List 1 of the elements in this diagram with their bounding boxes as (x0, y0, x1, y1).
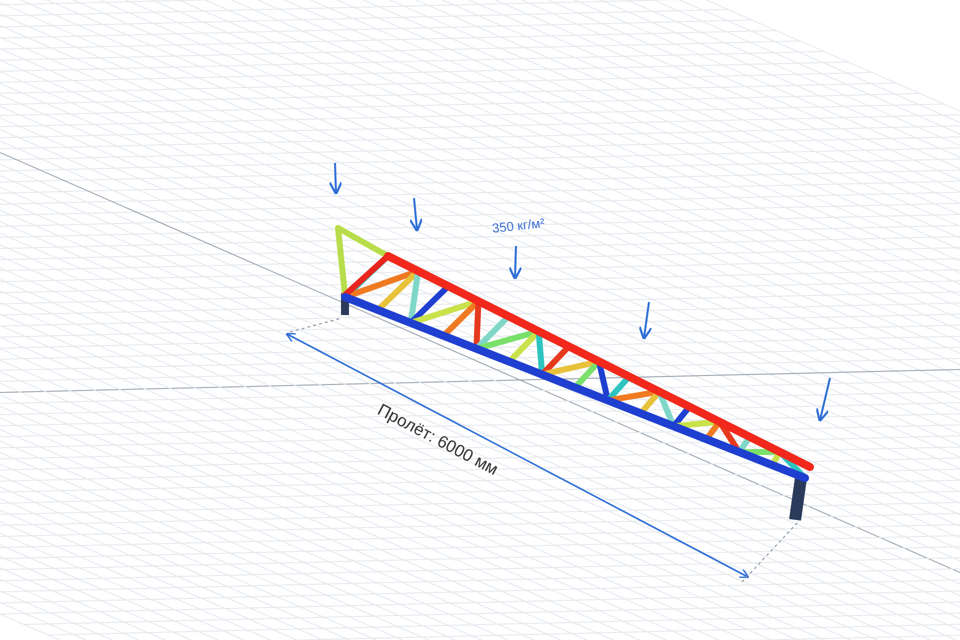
load-label: 350 кг/м² (490, 214, 545, 236)
